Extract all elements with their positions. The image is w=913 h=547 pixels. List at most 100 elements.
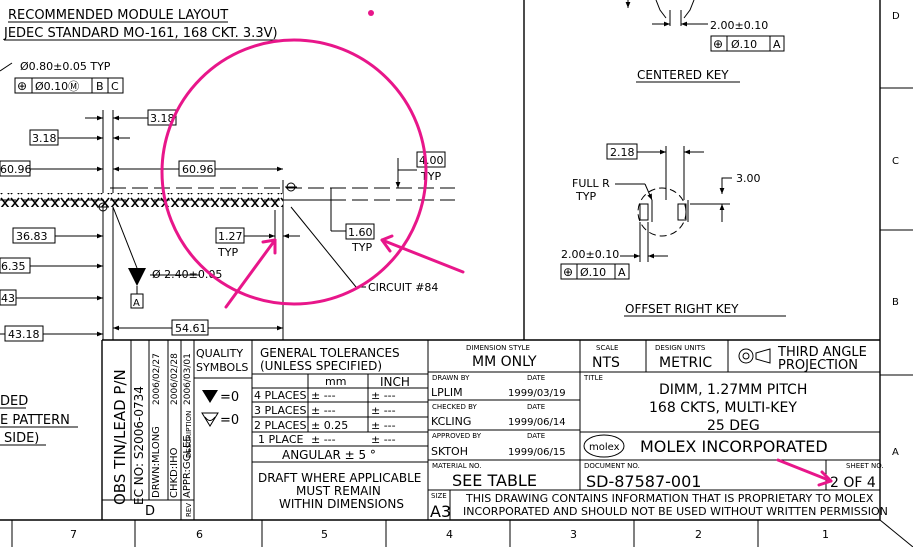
svg-text:± ---: ± --- — [311, 433, 336, 446]
document-number: SD-87587-001 — [586, 472, 701, 491]
key-details-panel: 2.00±0.10 ⊕ Ø.10 A CENTERED KEY 2.18 FUL… — [523, 0, 786, 340]
svg-text:THIRD ANGLE: THIRD ANGLE — [777, 345, 867, 360]
svg-text:LPLIM: LPLIM — [431, 386, 463, 399]
svg-text:DRAFT WHERE APPLICABLE: DRAFT WHERE APPLICABLE — [258, 471, 421, 485]
svg-text:36.83: 36.83 — [16, 230, 48, 243]
svg-text:MATERIAL NO.: MATERIAL NO. — [432, 462, 482, 470]
position-symbol-icon: ⊕ — [563, 265, 573, 279]
svg-text:A: A — [773, 38, 781, 51]
svg-text:Ø0.10Ⓜ: Ø0.10Ⓜ — [35, 80, 79, 93]
position-symbol-icon: ⊕ — [17, 79, 27, 93]
zone-letter-a: A — [892, 447, 899, 458]
svg-text:3.18: 3.18 — [32, 132, 57, 145]
svg-text:TYP: TYP — [575, 190, 596, 203]
svg-text:2 PLACES: 2 PLACES — [254, 419, 306, 432]
offset-key-control-frame — [560, 263, 630, 280]
svg-text:APPROVED BY: APPROVED BY — [432, 432, 482, 440]
svg-text:INCH: INCH — [380, 375, 410, 389]
zone-letter-d: D — [892, 11, 900, 22]
svg-text:WITHIN DIMENSIONS: WITHIN DIMENSIONS — [279, 497, 404, 511]
projection-symbol-icon — [738, 348, 754, 364]
svg-text:DRAWN BY: DRAWN BY — [432, 374, 470, 382]
svg-text:C: C — [111, 80, 119, 93]
svg-text:TYP: TYP — [217, 246, 238, 259]
svg-text:1.60: 1.60 — [348, 226, 373, 239]
datum-a-box — [130, 293, 144, 309]
quality-filled-triangle-icon — [202, 390, 218, 403]
svg-text:4.00: 4.00 — [419, 154, 444, 167]
svg-text:1999/06/15: 1999/06/15 — [508, 447, 566, 458]
svg-text:3.18: 3.18 — [150, 112, 175, 125]
svg-text:2006/03/01: 2006/03/01 — [183, 353, 193, 405]
svg-text:B: B — [96, 80, 104, 93]
svg-text:DESIGN UNITS: DESIGN UNITS — [655, 344, 706, 352]
hole-callout: Ø0.80±0.05 TYP ⊕ Ø0.10Ⓜ B C — [0, 60, 124, 94]
svg-text:PROJECTION: PROJECTION — [778, 358, 858, 373]
zone-letter-c: C — [892, 156, 899, 167]
svg-text:MUST REMAIN: MUST REMAIN — [296, 484, 381, 498]
svg-text:1.27: 1.27 — [218, 230, 243, 243]
zone-number-2: 2 — [695, 528, 702, 541]
centered-key-detail: 2.00±0.10 ⊕ Ø.10 A CENTERED KEY — [625, 0, 785, 83]
key-triangle — [128, 268, 146, 286]
svg-text:TYP: TYP — [351, 241, 372, 254]
full-r-label: FULL R — [572, 177, 610, 190]
sheet-number: 2 OF 4 — [830, 475, 876, 491]
svg-text:TYP: TYP — [420, 170, 441, 183]
svg-text:1 PLACE: 1 PLACE — [258, 433, 304, 446]
hole-size-text: Ø0.80±0.05 TYP — [20, 60, 111, 73]
centered-key-title: CENTERED KEY — [637, 68, 729, 82]
svg-text:=0: =0 — [220, 413, 239, 428]
sheet-size: A3 — [430, 502, 451, 521]
svg-text:2006/02/28: 2006/02/28 — [170, 353, 180, 405]
svg-text:DOCUMENT NO.: DOCUMENT NO. — [584, 462, 640, 470]
svg-text:TITLE: TITLE — [583, 374, 603, 382]
svg-text:E PATTERN: E PATTERN — [0, 413, 70, 428]
svg-text:SHEET NO.: SHEET NO. — [846, 462, 884, 470]
svg-text:molex: molex — [589, 442, 620, 453]
rev-label: REV — [185, 503, 193, 517]
svg-text:QUALITY: QUALITY — [196, 347, 243, 360]
svg-text:± ---: ± --- — [311, 389, 336, 402]
svg-text:APPR:GGLEE: APPR:GGLEE — [182, 435, 193, 498]
svg-text:54.61: 54.61 — [175, 322, 207, 335]
svg-text:6.35: 6.35 — [1, 260, 26, 273]
svg-text:SIZE: SIZE — [431, 492, 447, 500]
circuit-84-label: CIRCUIT #84 — [368, 281, 438, 294]
title-block: OBS TIN/LEAD P/N EC NO: S2006-0734 2006/… — [101, 339, 888, 521]
annotation-arrow-127 — [224, 238, 277, 309]
svg-text:2006/02/27: 2006/02/27 — [152, 353, 162, 405]
svg-text:4 PLACES: 4 PLACES — [254, 389, 306, 402]
layout-notes: RECOMMENDED MODULE LAYOUT JEDEC STANDARD… — [3, 8, 290, 41]
svg-text:CHECKED BY: CHECKED BY — [432, 403, 478, 411]
design-units: METRIC — [659, 355, 712, 371]
svg-text:=0: =0 — [220, 390, 239, 405]
svg-text:(UNLESS SPECIFIED): (UNLESS SPECIFIED) — [260, 359, 382, 373]
svg-text:± ---: ± --- — [371, 419, 396, 432]
svg-text:SIDE): SIDE) — [4, 431, 39, 446]
svg-text:DIMENSION STYLE: DIMENSION STYLE — [466, 344, 530, 352]
annotation-layer — [160, 10, 833, 487]
zone-letter-b: B — [892, 297, 899, 308]
revision-letter: D — [145, 504, 155, 519]
svg-text:43: 43 — [1, 292, 15, 305]
svg-text:EC NO: S2006-0734: EC NO: S2006-0734 — [132, 386, 146, 505]
note-jedec-standard: JEDEC STANDARD MO-161, 168 CKT. 3.3V) — [3, 26, 278, 41]
svg-text:1999/06/14: 1999/06/14 — [508, 417, 566, 428]
title-info-block: SCALE NTS DESIGN UNITS METRIC THIRD ANGL… — [463, 340, 888, 518]
drawing-info-block: DIMENSION STYLE MM ONLY DRAWN BY DATE LP… — [428, 340, 880, 521]
svg-text:Ø.10: Ø.10 — [731, 38, 757, 51]
svg-text:± ---: ± --- — [371, 404, 396, 417]
offset-key-title: OFFSET RIGHT KEY — [625, 302, 739, 316]
svg-text:60.96: 60.96 — [0, 163, 32, 176]
centered-key-dim: 2.00±0.10 — [710, 19, 768, 32]
zone-number-7: 7 — [70, 528, 77, 541]
dim-400-box — [416, 151, 446, 168]
scale-value: NTS — [592, 355, 620, 371]
centered-key-control-frame — [710, 35, 785, 52]
zone-number-1: 1 — [822, 528, 829, 541]
drawing-title-line3: 25 DEG — [707, 418, 760, 434]
zone-number-5: 5 — [321, 528, 328, 541]
